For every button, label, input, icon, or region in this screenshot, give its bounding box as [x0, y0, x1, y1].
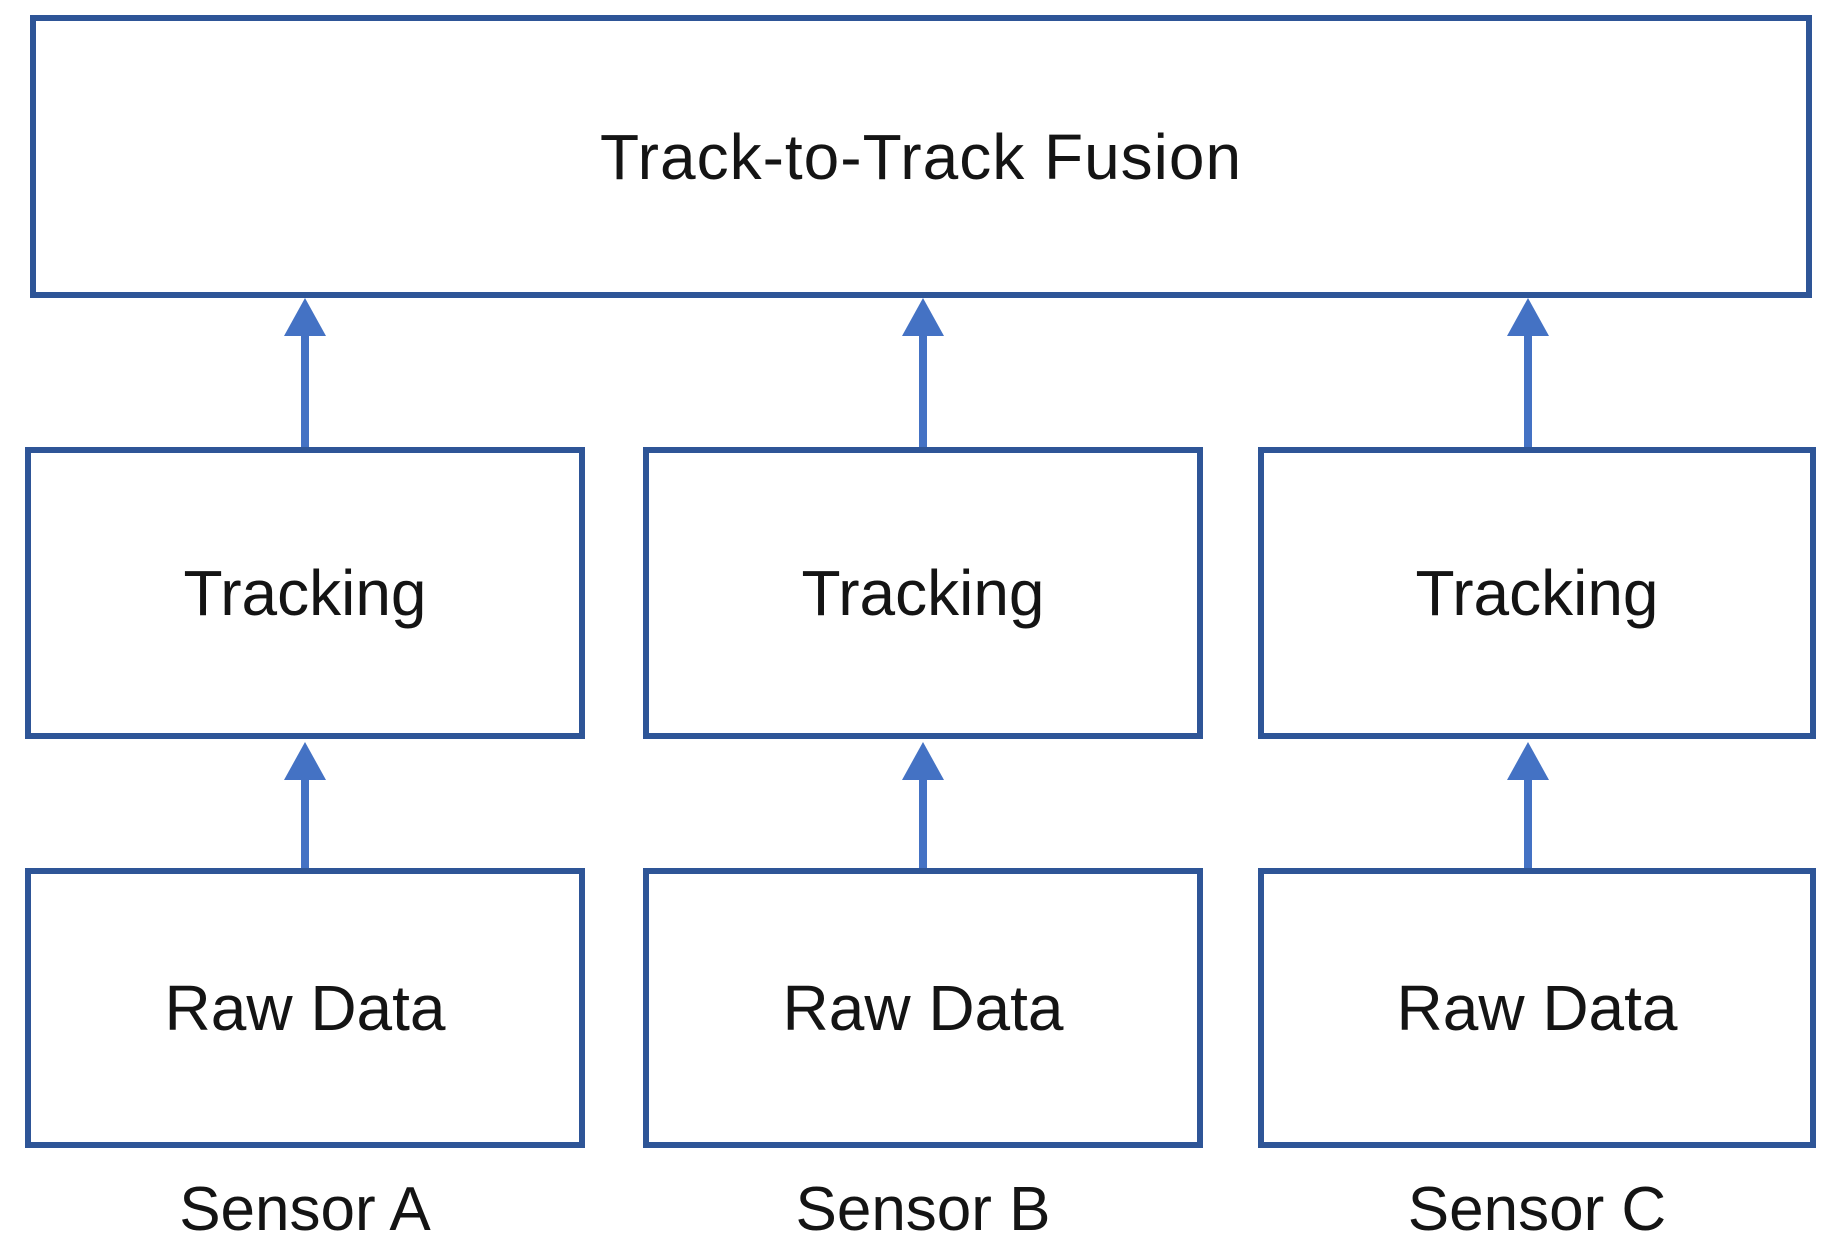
- tracking-box-b-label: Tracking: [801, 557, 1045, 629]
- tracking-box-c: Tracking: [1258, 447, 1816, 739]
- sensor-label-a: Sensor A: [179, 1174, 431, 1244]
- tracking-box-c-label: Tracking: [1415, 557, 1659, 629]
- arrow-raw-a-to-tracking: [284, 742, 326, 868]
- sensor-label-c: Sensor C: [1407, 1174, 1667, 1244]
- arrow-raw-b-to-tracking: [902, 742, 944, 868]
- fusion-box-label: Track-to-Track Fusion: [599, 120, 1243, 193]
- raw-data-box-c-label: Raw Data: [1396, 972, 1678, 1044]
- arrow-raw-c-to-tracking: [1507, 742, 1549, 868]
- sensor-label-b: Sensor B: [795, 1174, 1051, 1244]
- raw-data-box-a: Raw Data: [25, 868, 585, 1148]
- tracking-box-b: Tracking: [643, 447, 1203, 739]
- tracking-box-a: Tracking: [25, 447, 585, 739]
- tracking-box-a-label: Tracking: [183, 557, 427, 629]
- raw-data-box-a-label: Raw Data: [164, 972, 446, 1044]
- raw-data-box-c: Raw Data: [1258, 868, 1816, 1148]
- raw-data-box-b-label: Raw Data: [782, 972, 1064, 1044]
- raw-data-box-b: Raw Data: [643, 868, 1203, 1148]
- arrow-tracking-c-to-fusion: [1507, 298, 1549, 447]
- arrow-tracking-a-to-fusion: [284, 298, 326, 447]
- fusion-box: Track-to-Track Fusion: [30, 15, 1812, 298]
- arrow-tracking-b-to-fusion: [902, 298, 944, 447]
